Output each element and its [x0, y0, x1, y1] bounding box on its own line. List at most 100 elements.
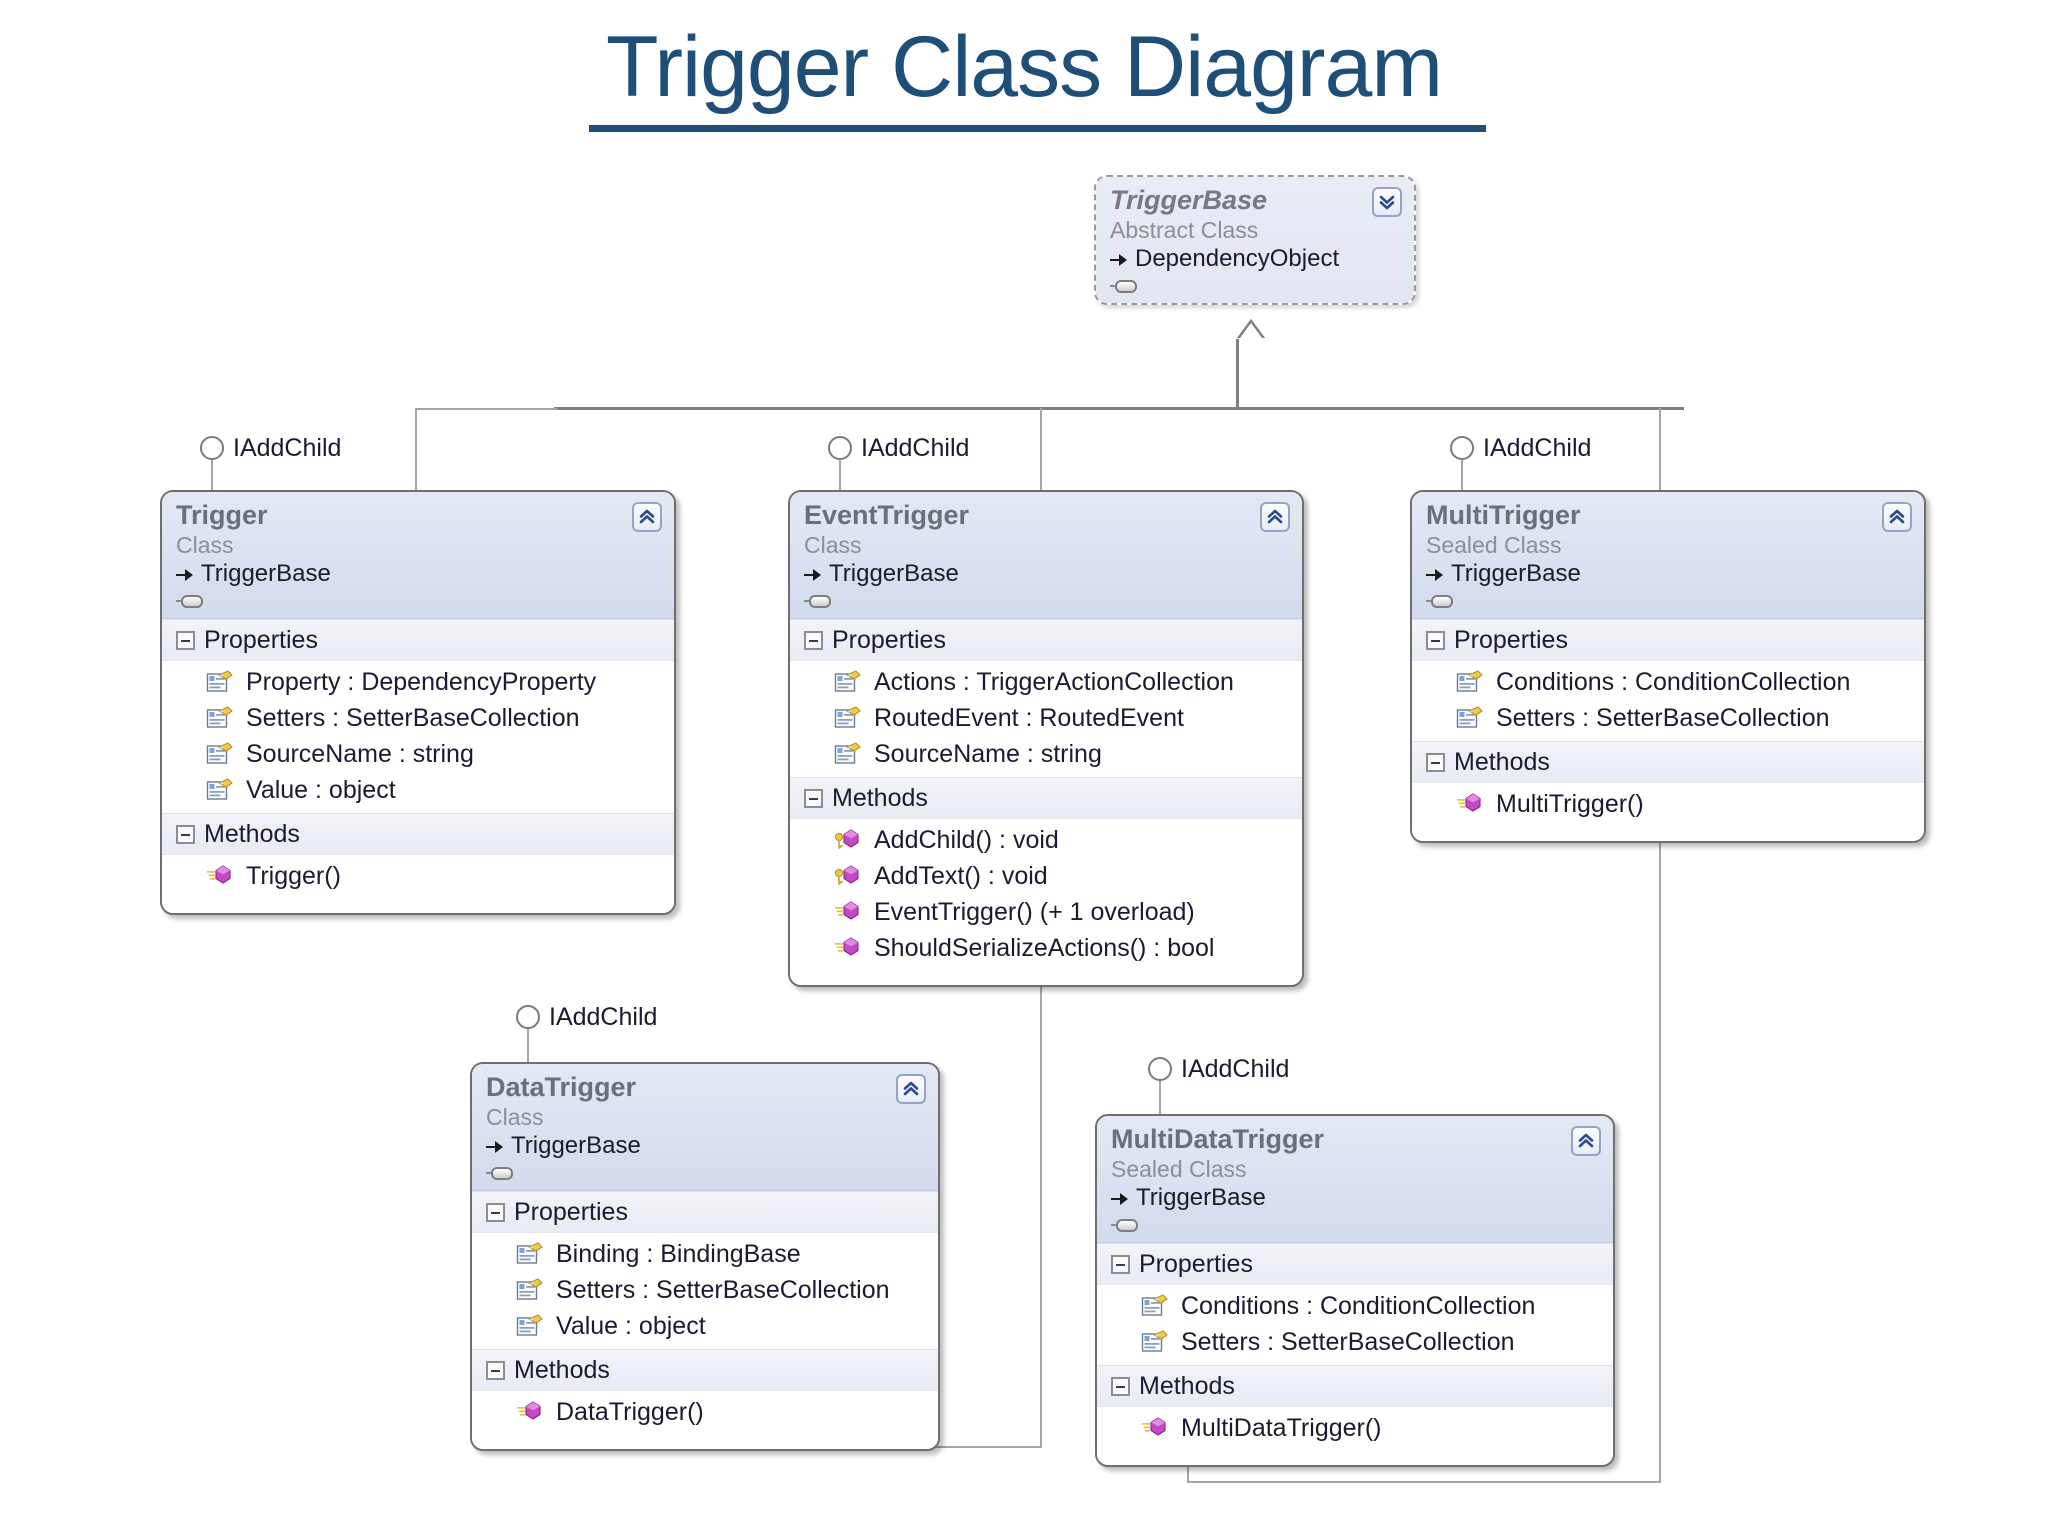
- section-label: Properties: [1454, 626, 1568, 654]
- chevron-double-up-icon[interactable]: [1882, 502, 1912, 532]
- method-interface-impl-icon: [834, 829, 859, 849]
- collapse-minus-icon[interactable]: [176, 825, 195, 844]
- page-title-underline: [589, 125, 1486, 132]
- collapse-minus-icon[interactable]: [1426, 631, 1445, 650]
- list-item[interactable]: AddText() : void: [790, 858, 1302, 894]
- member-label: MultiDataTrigger(): [1181, 1414, 1382, 1442]
- collapse-minus-icon[interactable]: [1426, 753, 1445, 772]
- collapse-minus-icon[interactable]: [1111, 1255, 1130, 1274]
- inheritance-arrowhead: [1237, 319, 1265, 339]
- chevron-double-up-icon[interactable]: [896, 1074, 926, 1104]
- section-label: Methods: [204, 820, 300, 848]
- properties-list: Conditions : ConditionCollection Setters…: [1412, 661, 1924, 741]
- inherits-arrow-icon: [1110, 252, 1130, 268]
- collapse-minus-icon[interactable]: [1111, 1377, 1130, 1396]
- collapse-minus-icon[interactable]: [804, 789, 823, 808]
- list-item[interactable]: Conditions : ConditionCollection: [1097, 1288, 1613, 1324]
- page-title: Trigger Class Diagram: [605, 19, 1443, 115]
- list-item[interactable]: AddChild() : void: [790, 822, 1302, 858]
- list-item[interactable]: Value : object: [472, 1308, 938, 1344]
- class-box-eventtrigger[interactable]: EventTrigger Class TriggerBase Propertie…: [788, 490, 1304, 987]
- class-base: TriggerBase: [486, 1132, 924, 1161]
- member-label: Setters : SetterBaseCollection: [1181, 1328, 1515, 1356]
- section-label: Properties: [204, 626, 318, 654]
- list-item[interactable]: Value : object: [162, 772, 674, 808]
- list-item[interactable]: MultiTrigger(): [1412, 786, 1924, 822]
- list-item[interactable]: SourceName : string: [790, 736, 1302, 772]
- class-box-triggerbase[interactable]: TriggerBase Abstract Class DependencyObj…: [1094, 175, 1416, 305]
- class-box-datatrigger[interactable]: DataTrigger Class TriggerBase Properties: [470, 1062, 940, 1451]
- chevron-double-down-icon[interactable]: [1372, 187, 1402, 217]
- collapse-minus-icon[interactable]: [486, 1361, 505, 1380]
- list-item[interactable]: Setters : SetterBaseCollection: [162, 700, 674, 736]
- lollipop-stem: [839, 460, 841, 516]
- list-item[interactable]: EventTrigger() (+ 1 overload): [790, 894, 1302, 930]
- properties-list: Property : DependencyProperty Setters : …: [162, 661, 674, 813]
- class-base-label: DependencyObject: [1135, 245, 1340, 273]
- interface-stub-icon: [1110, 277, 1400, 295]
- interface-circle-icon: [200, 436, 224, 460]
- class-kind: Class: [804, 532, 862, 559]
- section-header-properties[interactable]: Properties: [472, 1191, 938, 1233]
- class-base: TriggerBase: [1426, 560, 1910, 589]
- list-item[interactable]: Conditions : ConditionCollection: [1412, 664, 1924, 700]
- list-item[interactable]: DataTrigger(): [472, 1394, 938, 1430]
- class-base-label: TriggerBase: [511, 1132, 641, 1160]
- property-icon: [206, 706, 233, 728]
- list-item[interactable]: MultiDataTrigger(): [1097, 1410, 1613, 1446]
- list-item[interactable]: Setters : SetterBaseCollection: [1412, 700, 1924, 736]
- section-header-methods[interactable]: Methods: [472, 1349, 938, 1391]
- collapse-minus-icon[interactable]: [804, 631, 823, 650]
- member-label: Value : object: [556, 1312, 706, 1340]
- section-header-methods[interactable]: Methods: [162, 813, 674, 855]
- member-label: MultiTrigger(): [1496, 790, 1644, 818]
- section-header-properties[interactable]: Properties: [1097, 1243, 1613, 1285]
- class-box-multitrigger[interactable]: MultiTrigger Sealed Class TriggerBase Pr…: [1410, 490, 1926, 843]
- interface-circle-icon: [1450, 436, 1474, 460]
- inheritance-stem: [1236, 339, 1239, 409]
- stub-line: [1426, 600, 1431, 602]
- box-bottom-padding: [1097, 1451, 1613, 1465]
- list-item[interactable]: Setters : SetterBaseCollection: [472, 1272, 938, 1308]
- section-header-methods[interactable]: Methods: [1097, 1365, 1613, 1407]
- list-item[interactable]: RoutedEvent : RoutedEvent: [790, 700, 1302, 736]
- chevron-double-up-icon[interactable]: [632, 502, 662, 532]
- list-item[interactable]: SourceName : string: [162, 736, 674, 772]
- class-box-multidatatrigger[interactable]: MultiDataTrigger Sealed Class TriggerBas…: [1095, 1114, 1615, 1467]
- list-item[interactable]: Property : DependencyProperty: [162, 664, 674, 700]
- collapse-minus-icon[interactable]: [486, 1203, 505, 1222]
- interface-stub-icon: [1426, 592, 1910, 610]
- section-header-properties[interactable]: Properties: [162, 619, 674, 661]
- list-item[interactable]: Trigger(): [162, 858, 674, 894]
- list-item[interactable]: Binding : BindingBase: [472, 1236, 938, 1272]
- list-item[interactable]: Actions : TriggerActionCollection: [790, 664, 1302, 700]
- class-base: TriggerBase: [804, 560, 1288, 589]
- chevron-double-up-icon[interactable]: [1260, 502, 1290, 532]
- section-label: Methods: [514, 1356, 610, 1384]
- section-label: Methods: [832, 784, 928, 812]
- class-name: DataTrigger: [486, 1072, 637, 1102]
- interface-stub-icon: [486, 1164, 924, 1182]
- box-bottom-padding: [790, 971, 1302, 985]
- lollipop-stem: [1159, 1081, 1161, 1138]
- section-header-methods[interactable]: Methods: [1412, 741, 1924, 783]
- class-base: TriggerBase: [176, 560, 660, 589]
- property-icon: [516, 1314, 543, 1336]
- stub-box: [491, 1166, 513, 1180]
- list-item[interactable]: Setters : SetterBaseCollection: [1097, 1324, 1613, 1360]
- class-kind: Class: [486, 1104, 544, 1131]
- collapse-minus-icon[interactable]: [176, 631, 195, 650]
- class-base-label: TriggerBase: [201, 560, 331, 588]
- section-header-methods[interactable]: Methods: [790, 777, 1302, 819]
- lollipop-stem: [527, 1029, 529, 1086]
- interface-circle-icon: [1148, 1057, 1172, 1081]
- section-header-properties[interactable]: Properties: [1412, 619, 1924, 661]
- chevron-double-up-icon[interactable]: [1571, 1126, 1601, 1156]
- class-box-trigger[interactable]: Trigger Class TriggerBase Properties: [160, 490, 676, 915]
- class-header: MultiDataTrigger Sealed Class TriggerBas…: [1097, 1116, 1613, 1243]
- list-item[interactable]: ShouldSerializeActions() : bool: [790, 930, 1302, 966]
- stub-box: [809, 594, 831, 608]
- section-header-properties[interactable]: Properties: [790, 619, 1302, 661]
- class-name: MultiDataTrigger: [1111, 1124, 1325, 1154]
